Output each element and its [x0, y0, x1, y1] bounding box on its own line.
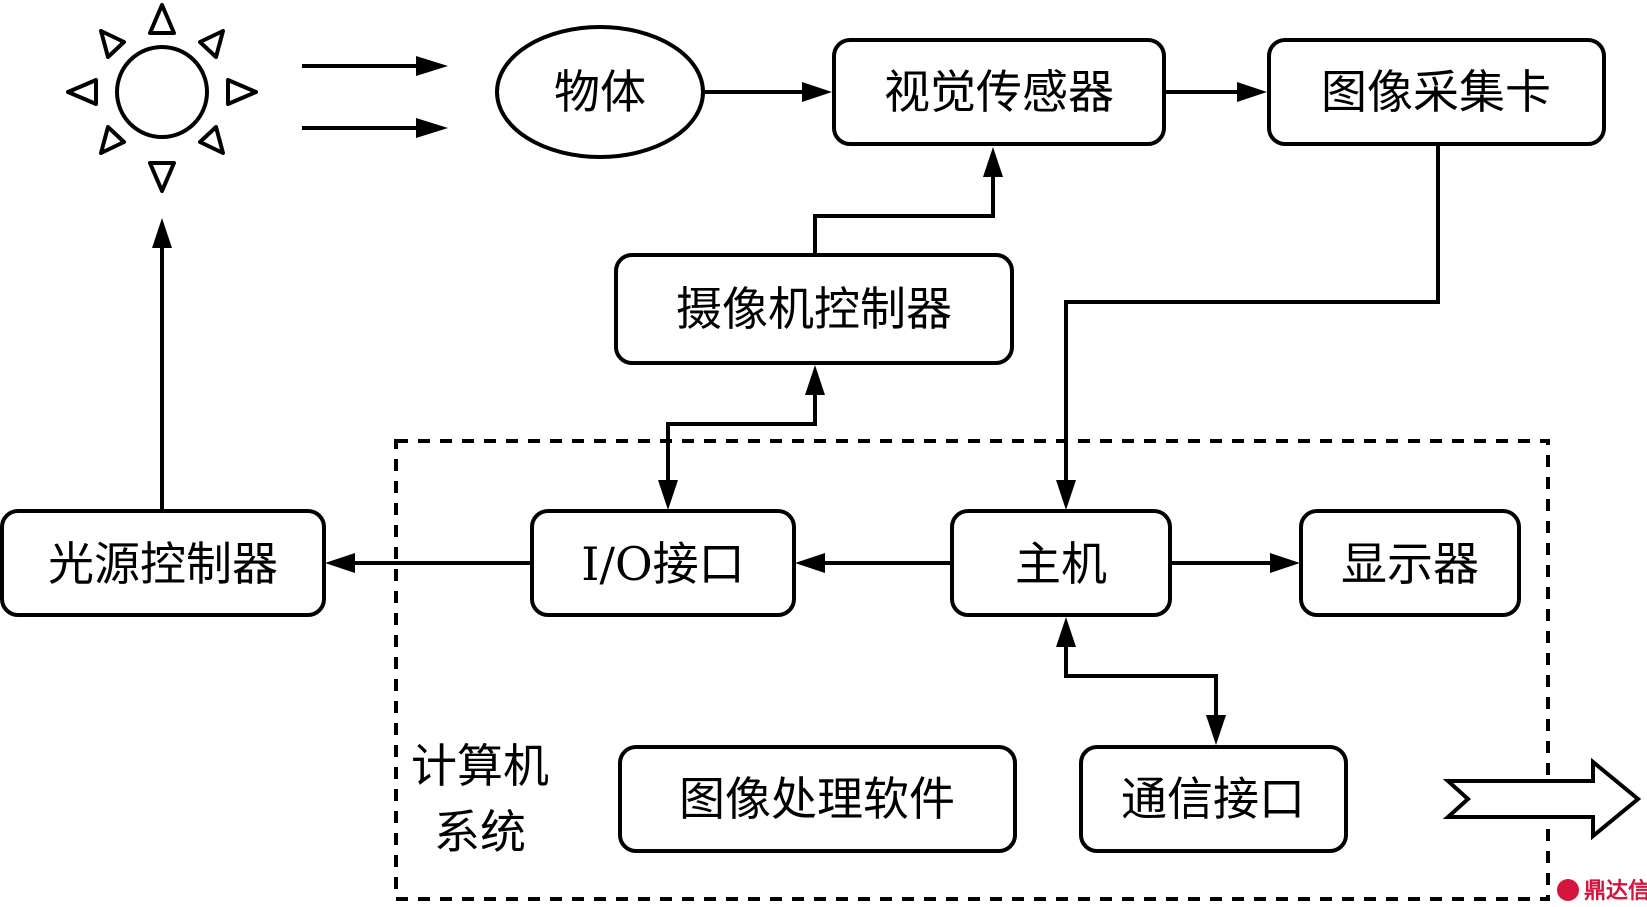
connectors	[152, 82, 1440, 745]
comm-interface-node: 通信接口	[1079, 745, 1348, 853]
host-label: 主机	[1015, 537, 1107, 591]
io-interface-label: I/O接口	[581, 537, 744, 591]
frame-grabber-node: 图像采集卡	[1267, 38, 1606, 146]
output-arrow-icon	[1442, 757, 1642, 841]
watermark: 鼎达信	[1557, 878, 1647, 904]
sun-icon	[66, 3, 258, 193]
watermark-text: 鼎达信	[1584, 878, 1647, 904]
io-interface-node: I/O接口	[530, 509, 796, 617]
comm-interface-label: 通信接口	[1121, 772, 1305, 826]
light-controller-label: 光源控制器	[48, 537, 278, 591]
display-label: 显示器	[1341, 537, 1479, 591]
computer-system-label: 计算机 系统	[411, 739, 549, 859]
camera-controller-label: 摄像机控制器	[676, 282, 952, 336]
group-label-line2: 系统	[434, 805, 526, 859]
image-software-label: 图像处理软件	[679, 772, 955, 826]
vision-sensor-label: 视觉传感器	[884, 65, 1114, 119]
light-controller-node: 光源控制器	[0, 509, 326, 617]
object-node: 物体	[495, 25, 705, 159]
object-label: 物体	[554, 65, 646, 119]
watermark-logo-icon	[1557, 879, 1579, 901]
camera-controller-node: 摄像机控制器	[614, 253, 1014, 365]
image-software-node: 图像处理软件	[618, 745, 1017, 853]
computer-system-boundary	[394, 439, 1550, 901]
group-label-line1: 计算机	[411, 739, 549, 793]
vision-sensor-node: 视觉传感器	[832, 38, 1166, 146]
display-node: 显示器	[1299, 509, 1521, 617]
frame-grabber-label: 图像采集卡	[1321, 65, 1551, 119]
host-node: 主机	[950, 509, 1172, 617]
light-rays-arrows	[302, 56, 448, 138]
